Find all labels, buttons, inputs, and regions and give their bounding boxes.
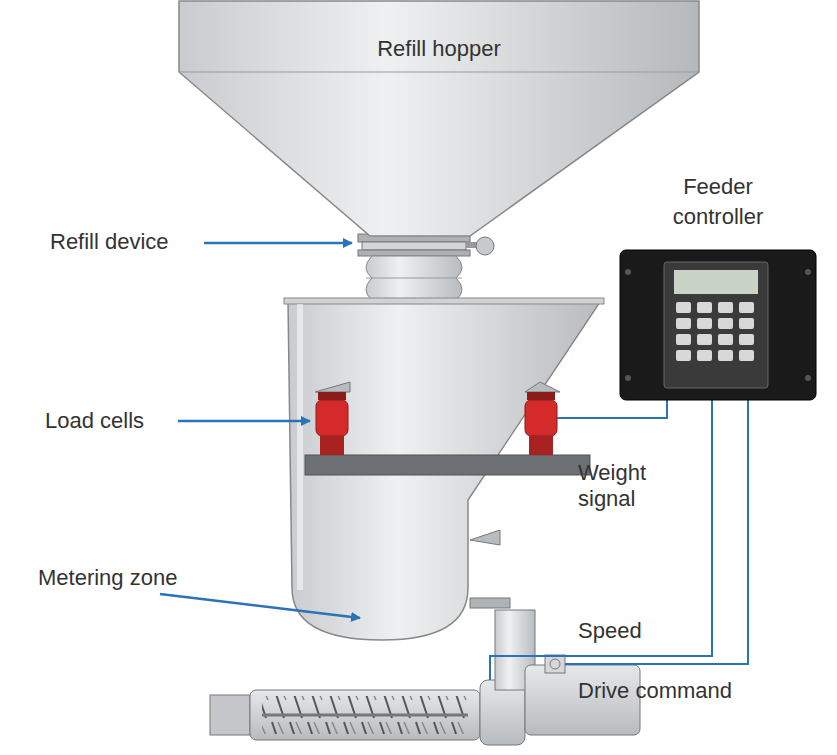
feeder-controller: Feeder controller [618,170,818,402]
part-label: Drive command [578,678,732,704]
part-label: Weight signal [578,460,668,512]
node-text: Refill hopper [178,34,700,64]
part-label: Metering zone [38,565,177,591]
refill-hopper: Refill hopper [178,0,700,240]
node-text: Feeder controller [653,172,783,232]
part-label: Speed [578,618,642,644]
part-label: Load cells [45,408,144,434]
part-label: Refill device [50,229,169,255]
